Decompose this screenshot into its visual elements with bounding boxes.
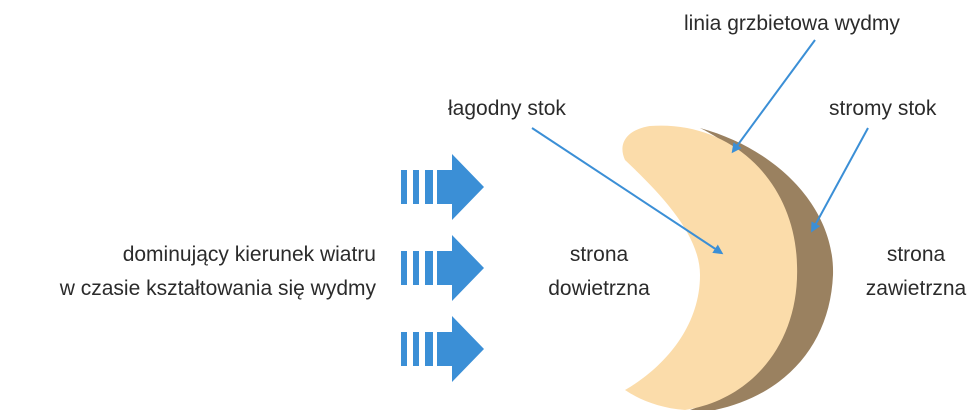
gentle-slope-label: łagodny stok xyxy=(448,97,566,120)
wind-arrow-icon xyxy=(401,316,484,382)
steep-slope-label: stromy stok xyxy=(829,97,937,120)
gentle-slope-shape xyxy=(622,125,798,410)
wind-arrow-icon xyxy=(401,154,484,220)
wind-arrow-icon xyxy=(401,235,484,301)
windward-label-line2: dowietrzna xyxy=(548,277,650,300)
windward-label-line1: strona xyxy=(569,243,629,266)
steep-slope-shape xyxy=(690,128,834,410)
gentle-slope-pointer xyxy=(531,127,724,255)
steep-slope-pointer xyxy=(811,127,869,233)
ridge-line-label: linia grzbietowa wydmy xyxy=(684,12,900,35)
wind-direction-label-line1: dominujący kierunek wiatru xyxy=(122,243,376,266)
leeward-label-line2: zawietrzna xyxy=(865,277,967,300)
wind-direction-label-line2: w czasie kształtowania się wydmy xyxy=(59,277,376,300)
ridge-line-pointer xyxy=(731,39,816,154)
leeward-label-line1: strona xyxy=(886,243,946,266)
